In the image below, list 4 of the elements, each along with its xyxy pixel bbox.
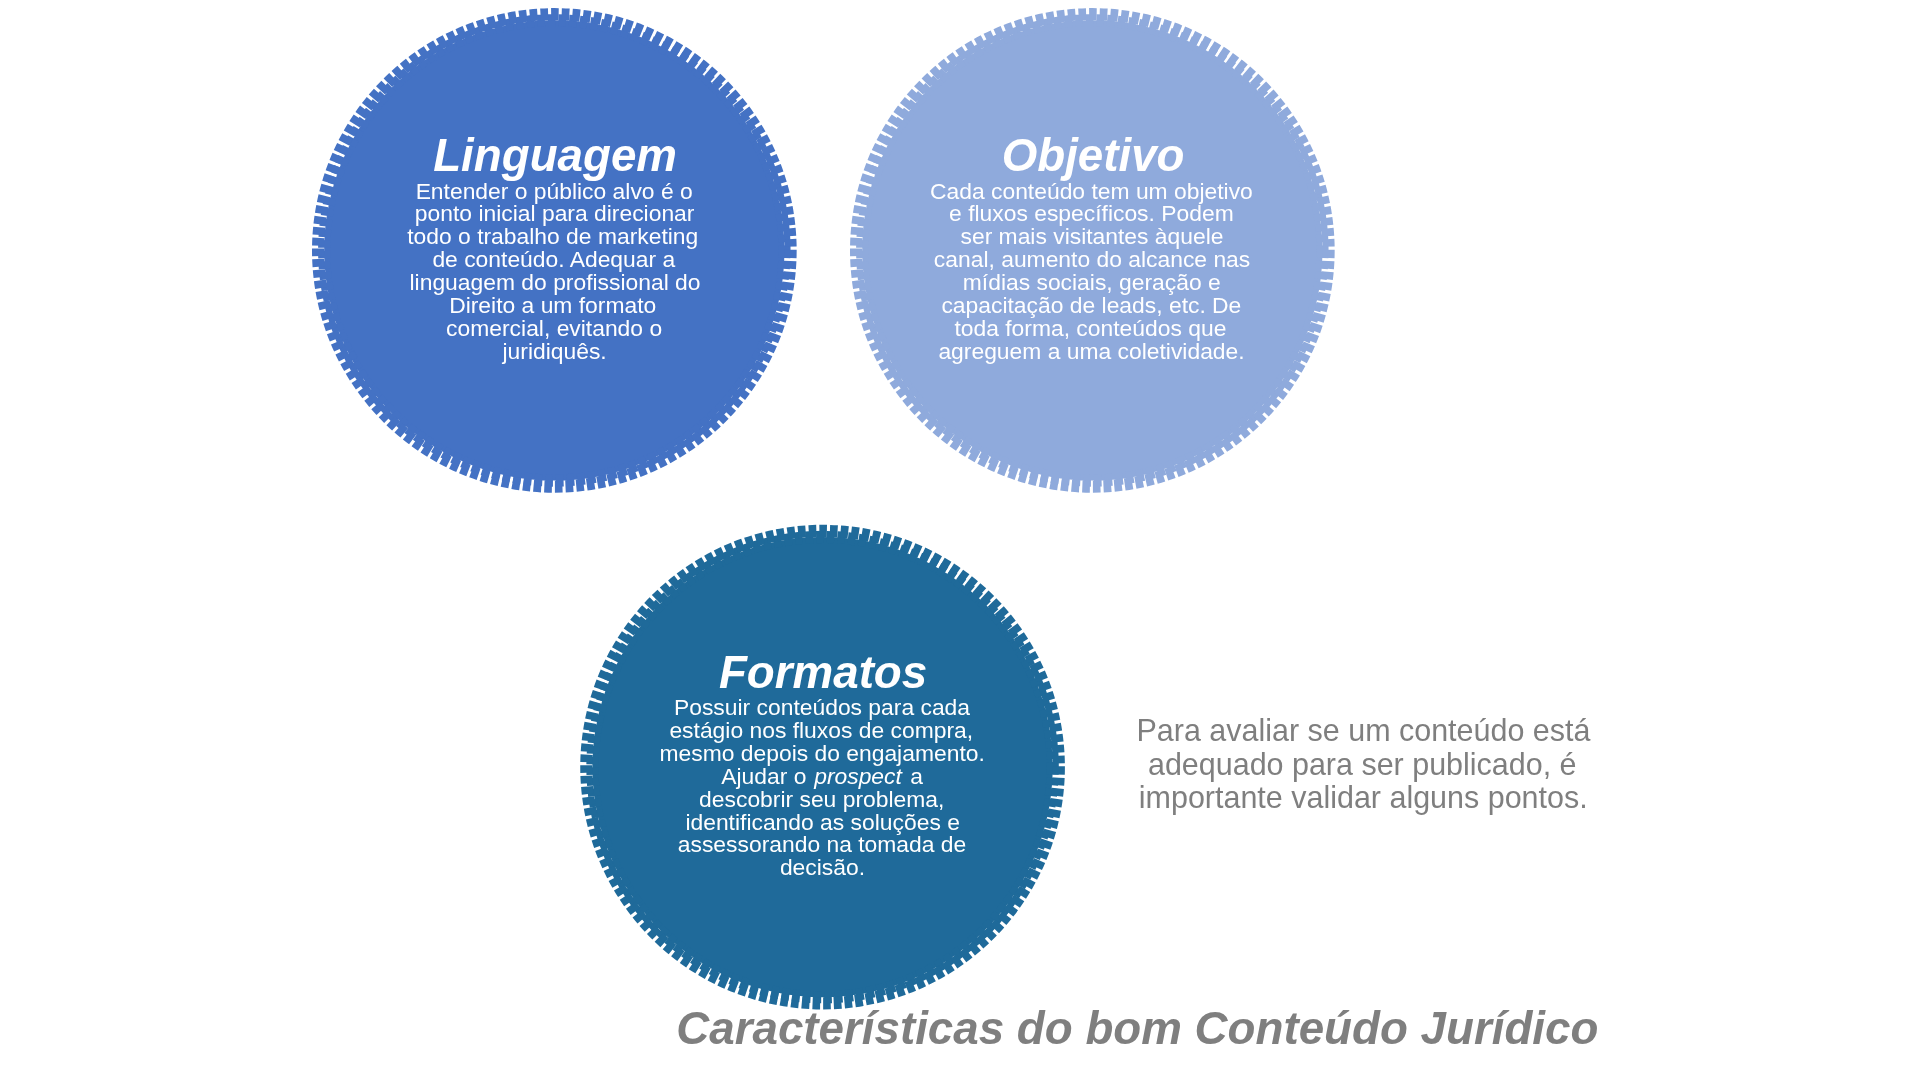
label: Para avaliar se um conteúdo está adequado para ser publicado, é importante validar alguns pontos. bbox=[1136, 713, 1590, 815]
node-circle: Formatos Possuir conteúdos para cada estágio nos fluxos de compra, mesmo depois do engajamento. Ajudar o prospect a descobrir seu problema, identificando as soluções e assessorando na tomada de decisão. bbox=[579, 524, 1065, 1010]
node-circle: Linguagem Entender o público alvo é o ponto inicial para direcionar todo o trabalho de marketing de conteúdo. Adequar a linguagem do profissional do Direito a um formato comercial, evitando o juridiquês. bbox=[311, 8, 797, 493]
node-circle: Objetivo Cada conteúdo tem um objetivo e fluxos específicos. Podem ser mais visitantes àquele canal, aumento do alcance nas mídias sociais, geração e capacitação de leads, etc. De toda forma, conteúdos que agreguem a uma coletividade. bbox=[849, 8, 1335, 493]
